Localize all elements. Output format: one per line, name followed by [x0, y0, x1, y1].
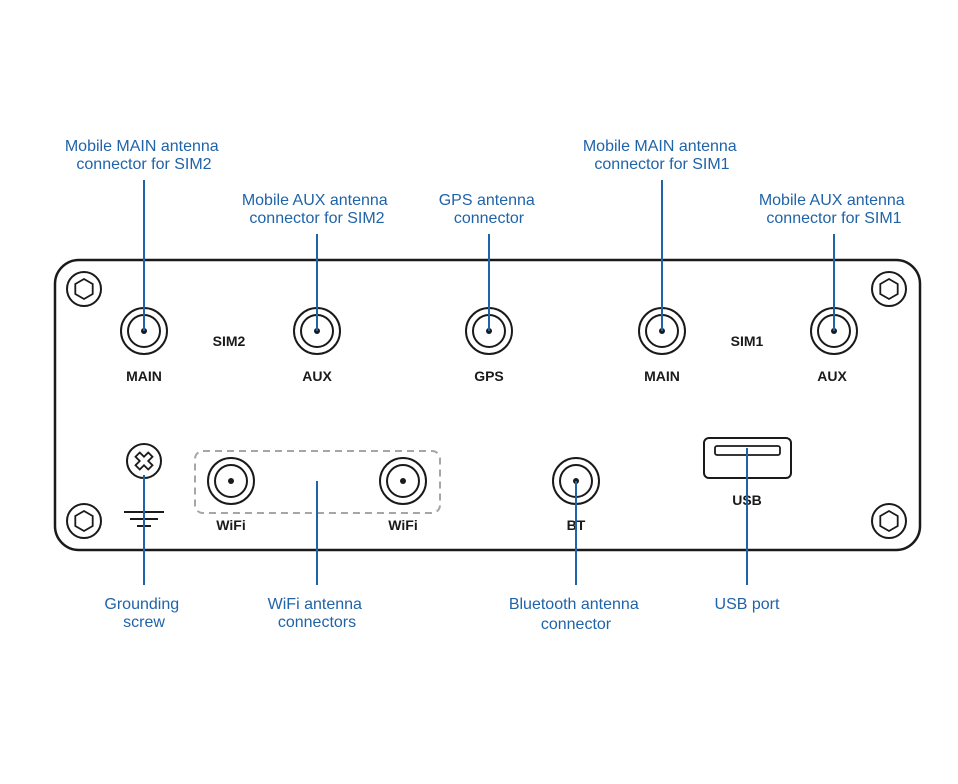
wifi-right-connector	[379, 457, 427, 505]
corner-screw-top-right	[871, 271, 907, 307]
panel-label-wifi-left: WiFi	[216, 517, 245, 533]
panel-label-aux-left: AUX	[302, 368, 332, 384]
callout-wifi: WiFi antenna connectors	[268, 596, 367, 631]
corner-screw-top-left	[66, 271, 102, 307]
panel-label-sim2: SIM2	[213, 333, 246, 349]
callout-grounding: Grounding screw	[104, 596, 183, 631]
panel-label-sim1: SIM1	[731, 333, 764, 349]
panel-label-aux-right: AUX	[817, 368, 847, 384]
grounding-screw	[126, 443, 162, 479]
callout-gps: GPS antenna connector	[439, 192, 540, 227]
callout-main-sim1: Mobile MAIN antenna connector for SIM1	[583, 138, 741, 173]
callout-bluetooth: Bluetooth antenna connector	[509, 596, 643, 633]
wifi-left-connector	[207, 457, 255, 505]
panel-label-main-left: MAIN	[126, 368, 162, 384]
callout-usb: USB port	[715, 596, 780, 613]
panel-label-wifi-right: WiFi	[388, 517, 417, 533]
device-panel	[53, 258, 922, 552]
callout-aux-sim2: Mobile AUX antenna connector for SIM2	[242, 192, 392, 227]
corner-screw-bottom-left	[66, 503, 102, 539]
corner-screw-bottom-right	[871, 503, 907, 539]
panel-label-main-right: MAIN	[644, 368, 680, 384]
callout-main-sim2: Mobile MAIN antenna connector for SIM2	[65, 138, 223, 173]
callout-aux-sim1: Mobile AUX antenna connector for SIM1	[759, 192, 909, 227]
panel-label-gps: GPS	[474, 368, 504, 384]
